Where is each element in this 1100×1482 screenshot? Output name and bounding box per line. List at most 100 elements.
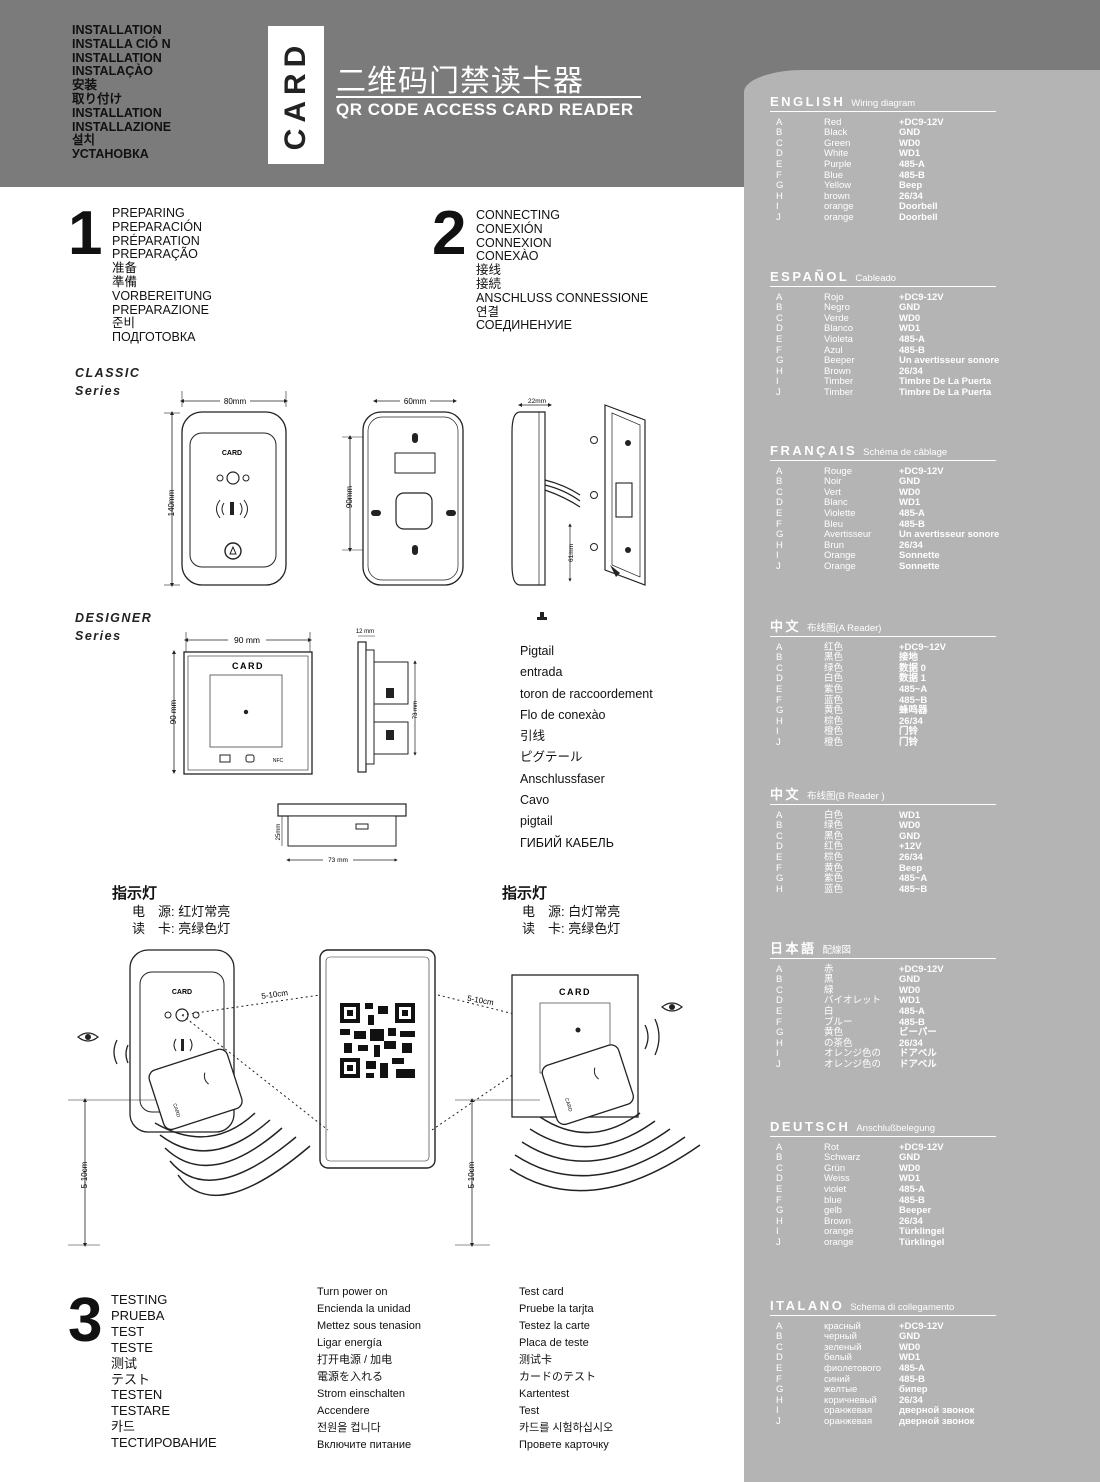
step-2-label: CONNECTING [476, 208, 561, 222]
designer-bottom-view: 73 mm 25mm [276, 803, 407, 864]
step-3-label: 测试 [111, 1355, 138, 1371]
wire-function: GND [899, 127, 921, 139]
wire-function: Timbre De La Puerta [899, 386, 992, 398]
step-2-label: CONNEXION [476, 235, 552, 250]
wire-function: ビーパー [899, 1027, 937, 1039]
wiring-header: 中文布线图(A Reader) [770, 620, 996, 637]
wire-key: J [776, 386, 781, 398]
wire-color: 橙色 [824, 726, 844, 738]
lang-item: INSTALLATION [72, 50, 162, 65]
step-3-label: TESTEN [111, 1387, 163, 1403]
step-3-number: 3 [68, 1286, 103, 1355]
step-1-label: ПОДГОТОВКА [112, 330, 196, 345]
wire-key: B [776, 127, 783, 139]
wire-key: A [776, 641, 783, 653]
wire-color: 棕色 [824, 715, 844, 727]
test-card-item: Kartentest [519, 1388, 570, 1400]
pigtail-term: toron de raccoordement [520, 686, 653, 701]
pigtail-term: 引线 [520, 729, 546, 744]
wire-function: 26/34 [899, 365, 923, 377]
wire-color: Purple [824, 158, 852, 170]
wire-key: G [776, 529, 784, 541]
wire-color: 黑色 [824, 830, 844, 842]
step-3-label: TESTING [111, 1292, 168, 1307]
wire-key: B [776, 820, 783, 832]
wire-key: C [776, 486, 783, 498]
card-label: CARD [171, 1103, 181, 1119]
test-card-item: Testez la carte [519, 1320, 590, 1332]
wire-color: белый [824, 1352, 852, 1364]
dim-distance: 5-10cm [80, 1161, 89, 1188]
step-1-label: PREPARING [112, 206, 185, 220]
step-3-label: PRUEBA [111, 1307, 165, 1323]
wire-key: G [776, 1384, 784, 1396]
scan-distance-right: 5-10cm [467, 994, 495, 1008]
wire-key: C [776, 1162, 783, 1174]
wire-function: Sonnette [899, 560, 940, 572]
wire-function: 485-B [899, 1194, 925, 1206]
title-chinese: 二维码门禁读卡器 [336, 65, 584, 98]
wire-color: orange [824, 1226, 854, 1238]
dim-back-width: 60mm [404, 397, 427, 406]
wire-key: H [776, 190, 783, 202]
wiring-language: DEUTSCH [770, 1119, 851, 1134]
wire-function: 门铃 [899, 736, 919, 748]
wire-key: F [776, 1194, 782, 1206]
step-3-label: 카드 [111, 1419, 135, 1435]
dim-side-height: 61mm [568, 544, 575, 562]
eye-icon [77, 1032, 99, 1042]
wire-color: 赤 [824, 963, 834, 975]
wire-color: 白色 [824, 809, 844, 821]
dim-width: 80mm [224, 397, 247, 406]
power-on-item: Strom einschalten [317, 1388, 406, 1400]
wire-color: Green [824, 137, 851, 149]
step-1-label: VORBEREITUNG [112, 288, 213, 303]
wire-function: Sonnette [899, 550, 940, 562]
dim-designer-depth: 12 mm [356, 629, 374, 635]
wire-function: Un avertisseur sonore [899, 355, 1000, 367]
step-2-label: ANSCHLUSS CONNESSIONE [476, 290, 649, 305]
wire-function: 门铃 [899, 726, 919, 738]
wire-function: WD0 [899, 1162, 921, 1174]
test-card-list: Test card Pruebe la tarjta Testez la car… [519, 1284, 613, 1454]
wire-key: B [776, 476, 783, 488]
wire-color: Schwarz [824, 1152, 861, 1164]
wire-key: E [776, 333, 783, 345]
installation-language-list: INSTALLATION INSTALLA CIÓ N INSTALLATION… [72, 23, 171, 162]
wire-function: 485~A [899, 683, 928, 695]
wire-color: Negro [824, 302, 850, 314]
designer-series-drawings: 90 mm 90 mm CARD NFC 12 mm 73 mm 73 mm 2… [169, 629, 419, 864]
wire-key: D [776, 995, 783, 1007]
wire-color: 紫色 [824, 873, 844, 885]
wire-function: 26/34 [899, 1394, 923, 1406]
dim-side-depth: 22mm [528, 398, 546, 405]
wire-color: красный [824, 1320, 861, 1332]
wire-key: E [776, 507, 783, 519]
power-on-item: Turn power on [317, 1286, 388, 1298]
wire-function: WD1 [899, 995, 921, 1007]
wire-color: Azul [824, 344, 843, 356]
wire-color: orange [824, 211, 854, 223]
wire-key: H [776, 715, 783, 727]
wire-color: Orange [824, 550, 856, 562]
wiring-subtitle: 配線図 [822, 945, 852, 956]
